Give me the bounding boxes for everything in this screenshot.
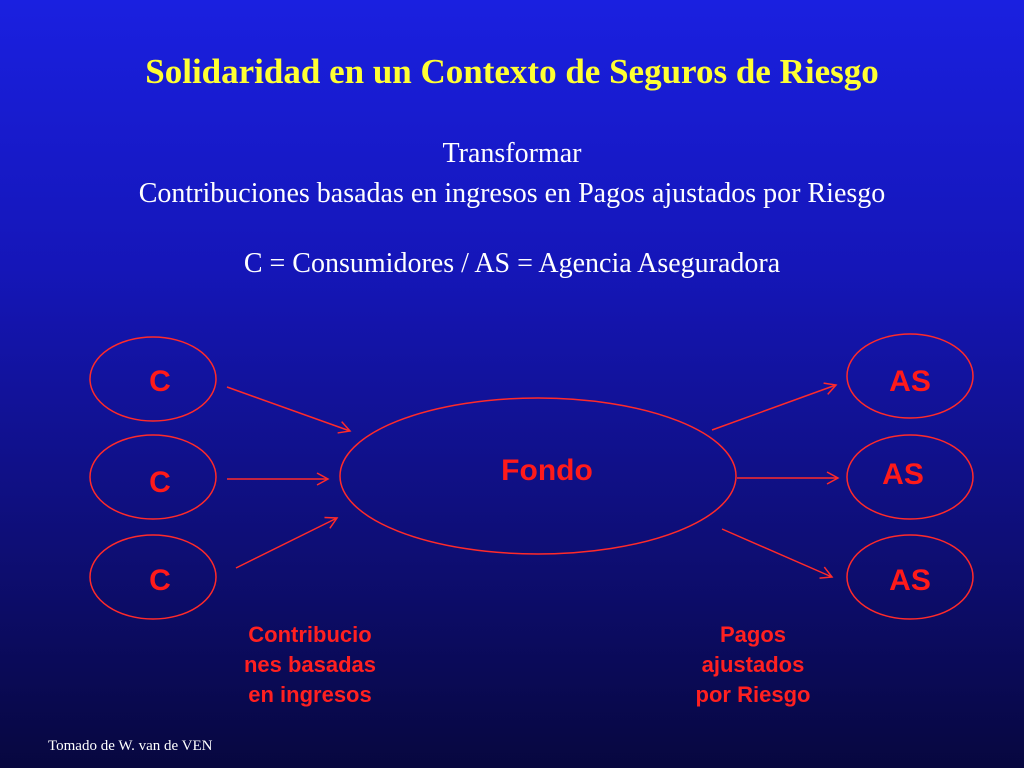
insurer-node: AS — [846, 434, 974, 520]
caption-line: ajustados — [701, 652, 805, 677]
slide-title: Solidaridad en un Contexto de Seguros de… — [145, 52, 879, 91]
consumer-node: C — [89, 434, 217, 520]
subtitle-transformar: Transformar — [442, 138, 582, 169]
risk-payments-caption: Pagos ajustados por Riesgo — [648, 620, 858, 710]
income-contributions-caption: Contribucio nes basadas en ingresos — [205, 620, 415, 710]
consumer-node: C — [89, 336, 217, 422]
payment-arrow — [711, 382, 838, 431]
caption-line: nes basadas — [243, 652, 377, 677]
consumer-label: C — [149, 365, 171, 398]
insurer-node: AS — [846, 534, 974, 620]
insurer-label: AS — [882, 458, 924, 491]
contribution-arrow — [226, 386, 352, 434]
consumer-label: C — [149, 466, 171, 499]
caption-line: Pagos — [719, 622, 787, 647]
caption-line: Contribucio — [248, 622, 372, 647]
fund-node: Fondo — [339, 397, 737, 555]
subtitle-description: Contribuciones basadas en ingresos en Pa… — [138, 178, 886, 209]
insurer-label: AS — [889, 564, 931, 597]
insurer-label: AS — [889, 365, 931, 398]
caption-line: en ingresos — [248, 682, 372, 707]
insurer-node: AS — [846, 333, 974, 419]
fund-label: Fondo — [501, 454, 593, 487]
abbreviation-legend: C = Consumidores / AS = Agencia Asegurad… — [243, 248, 781, 279]
consumer-label: C — [149, 564, 171, 597]
payment-arrow — [721, 528, 834, 579]
caption-line: por Riesgo — [695, 682, 811, 707]
contribution-arrow — [235, 516, 339, 569]
consumer-node: C — [89, 534, 217, 620]
source-credit: Tomado de W. van de VEN — [48, 738, 213, 754]
